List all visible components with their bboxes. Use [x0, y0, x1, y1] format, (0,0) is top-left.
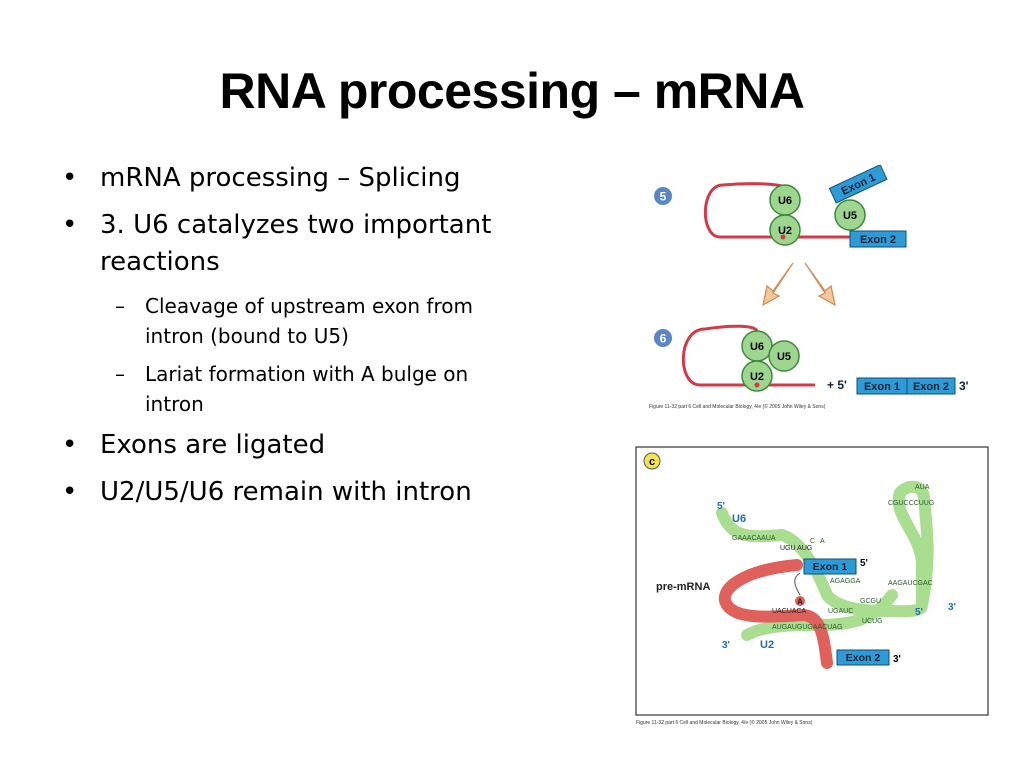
bullet-item: • mRNA processing – Splicing	[60, 160, 530, 197]
u6-a-nt: A	[820, 538, 825, 545]
u5-label: U5	[777, 351, 791, 363]
sub-bullet-dash: –	[115, 362, 125, 386]
down-left-arrow	[762, 262, 794, 307]
exon1-label: Exon 1	[813, 561, 848, 573]
exon1-label: Exon 1	[864, 381, 900, 393]
bullet-list: • mRNA processing – Splicing • 3. U6 catal…	[60, 160, 530, 521]
u5-label: U5	[843, 210, 857, 222]
u2-label: U2	[750, 371, 764, 383]
step-5-label: 5	[660, 190, 667, 204]
sub-bullet-text: Cleavage of upstream exon from intron (b…	[145, 294, 473, 348]
step-6-badge	[654, 329, 672, 347]
lariat-intron-loop	[681, 324, 759, 387]
u6-snrna-strand	[716, 480, 934, 618]
pre-mrna-strand	[718, 559, 833, 669]
slide-title: RNA processing – mRNA	[219, 63, 805, 119]
u6-sequence-top: GAAACAAUA	[732, 535, 776, 542]
u6-ugauc-seq: UGAUC	[828, 608, 853, 615]
bullet-dot: •	[62, 210, 78, 240]
bullet-item: • Exons are ligated	[60, 427, 530, 464]
three-prime-label: 3'	[722, 640, 730, 651]
u6-stem-left-seq: CGUCCCUUG	[888, 500, 934, 507]
bullet-item: • 3. U6 catalyzes two important reactions	[60, 207, 530, 281]
ligated-exon2-box	[906, 377, 956, 395]
exon2-label: Exon 2	[860, 234, 896, 246]
u6-loop-seq: AUA	[915, 484, 930, 491]
sub-bullet-item: –Lariat formation with A bulge on intron	[60, 359, 530, 419]
branch-point-dot	[754, 382, 760, 388]
down-right-arrow	[804, 262, 836, 307]
u5-snrnp	[768, 340, 800, 372]
plus-5-prime-label: + 5'	[827, 378, 847, 392]
exon1-box: Exon 1	[828, 164, 888, 204]
splicing-steps-figure: 5 U6 U2 U5 Exon 1 Exon 2 6 U6 U5 U2 + 5	[645, 164, 985, 415]
step-6-label: 6	[660, 332, 667, 346]
u5-snrnp	[834, 199, 866, 231]
three-prime-label: 3'	[959, 379, 969, 393]
pre-mrna-label: pre-mRNA	[656, 581, 710, 593]
u2-sequence: AUGAUGUGAACUAG	[772, 624, 842, 631]
u6-gcgu-seq: GCGU	[860, 598, 881, 605]
branch-site-seq: UACUACA	[772, 608, 807, 615]
branch-point-dot	[780, 234, 786, 240]
exon2-box	[849, 230, 907, 248]
base-pairing-figure: c Exon 1 5' Exon 2 3' 5' U6 pre-mRNA 3' …	[632, 445, 992, 727]
exon2-label: Exon 2	[913, 381, 949, 393]
figure-caption: Figure 11-32 part 6 Cell and Molecular B…	[649, 403, 826, 410]
u6-label: U6	[778, 195, 792, 207]
nucleophilic-attack-arrow	[794, 572, 801, 596]
bullet-dot: •	[62, 430, 78, 460]
u2-snrnp	[741, 360, 773, 392]
bullet-text: Exons are ligated	[100, 430, 326, 460]
pre-mrna-5-splice-seq: UGU AUG	[780, 545, 812, 552]
step-5-badge	[654, 187, 672, 205]
u6-ucug-seq: UCUG	[862, 618, 883, 625]
exon2-label: Exon 2	[846, 652, 881, 664]
u2-snrnp	[769, 214, 801, 246]
base-pairing-diagram: c Exon 1 5' Exon 2 3' 5' U6 pre-mRNA 3' …	[635, 446, 989, 726]
figure-caption: Figure 11-32 part 6 Cell and Molecular B…	[636, 719, 813, 726]
five-prime-label: 5'	[860, 558, 868, 569]
u2-label: U2	[778, 225, 792, 237]
u2-label: U2	[760, 639, 774, 651]
u6-label: U6	[750, 341, 764, 353]
panel-c-badge	[643, 452, 661, 470]
u6-agagga-seq: AGAGGA	[830, 578, 861, 585]
five-prime-label: 5'	[915, 607, 923, 618]
u6-label: U6	[732, 513, 746, 525]
a-bulge-label: A	[797, 598, 803, 607]
three-prime-label: 3'	[893, 654, 901, 665]
u6-stem-right-seq: AAGAUCGAC	[888, 580, 933, 587]
intron-lariat-loop	[703, 182, 795, 239]
three-prime-label: 3'	[948, 602, 956, 613]
sub-bullet-text: Lariat formation with A bulge on intron	[145, 362, 469, 416]
a-bulge-marker	[795, 596, 805, 606]
bullet-text: 3. U6 catalyzes two important reactions	[100, 210, 492, 277]
five-prime-label: 5'	[717, 501, 725, 512]
bullet-item: • U2/U5/U6 remain with intron	[60, 474, 530, 511]
exon1-box	[803, 558, 857, 575]
sub-bullet-dash: –	[115, 294, 125, 318]
bullet-dot: •	[62, 477, 78, 507]
bullet-dot: •	[62, 163, 78, 193]
panel-c-label: c	[649, 456, 655, 468]
exon2-box	[836, 649, 890, 666]
u6-c-nt: C	[810, 538, 815, 545]
sub-bullet-item: –Cleavage of upstream exon from intron (…	[60, 291, 530, 351]
bullet-text: mRNA processing – Splicing	[100, 163, 461, 193]
bullet-text: U2/U5/U6 remain with intron	[100, 477, 472, 507]
splicing-steps-diagram: 5 U6 U2 U5 Exon 1 Exon 2 6 U6 U5 U2 + 5	[649, 164, 969, 410]
